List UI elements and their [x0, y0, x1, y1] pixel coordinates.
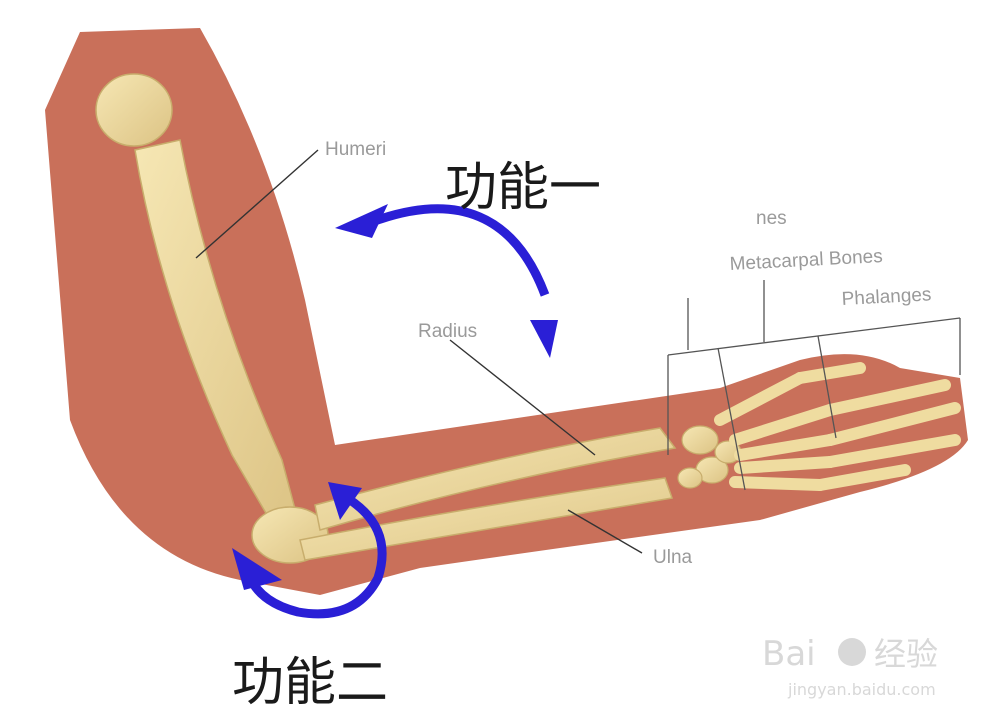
phalanges-label: Phalanges	[841, 284, 932, 310]
baidu-watermark: Bai 经验 jingyan.baidu.com	[762, 634, 938, 699]
watermark-brand: Bai	[762, 634, 816, 674]
ulna-bone	[299, 477, 674, 561]
hand-bones	[714, 362, 961, 491]
function-one-arrow	[335, 204, 558, 358]
humerus-bone	[95, 73, 329, 564]
hand-label-brackets	[667, 280, 961, 491]
function-one-label: 功能一	[445, 158, 601, 218]
leader-lines	[195, 149, 643, 554]
function-two-label: 功能二	[232, 653, 388, 713]
carpal-bones	[677, 425, 742, 489]
watermark-url: jingyan.baidu.com	[787, 680, 936, 699]
watermark-brand-suffix: 经验	[874, 635, 938, 673]
function-two-arrow	[232, 482, 387, 619]
radius-bone	[314, 427, 677, 531]
ulna-label: Ulna	[653, 547, 693, 568]
carpals-label: nes	[756, 208, 787, 229]
radius-label: Radius	[418, 321, 477, 342]
metacarpals-label: Metacarpal Bones	[729, 246, 883, 275]
humerus-label: Humeri	[325, 139, 386, 160]
paw-icon	[838, 638, 866, 666]
